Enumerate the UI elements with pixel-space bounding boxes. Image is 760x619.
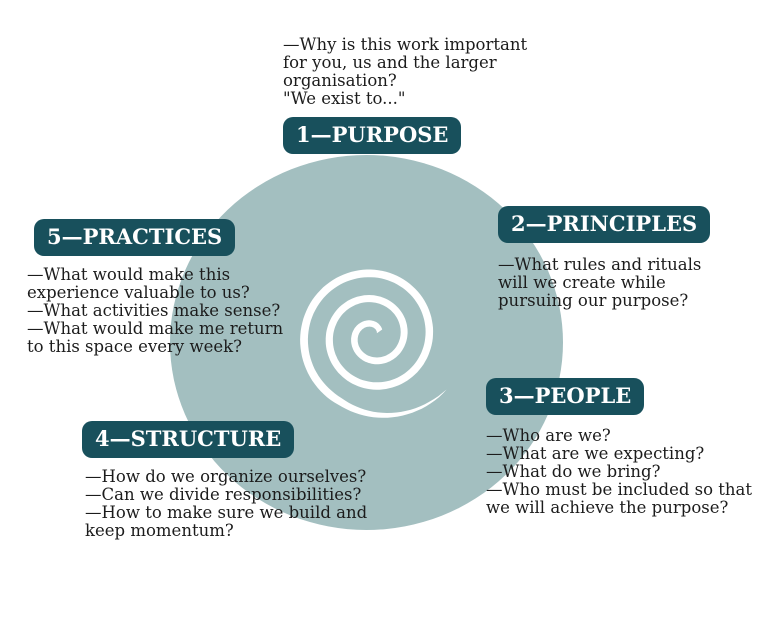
section-practices: 5—PRACTICES —What would make this experi…	[27, 219, 283, 356]
section-people: 3—PEOPLE —Who are we? —What are we expec…	[486, 378, 752, 517]
people-badge: 3—PEOPLE	[486, 378, 645, 415]
people-questions: —Who are we? —What are we expecting? —Wh…	[486, 426, 753, 517]
principles-questions: —What rules and rituals will we create w…	[498, 255, 702, 310]
principles-badge: 2—PRINCIPLES	[498, 206, 711, 243]
section-purpose: —Why is this work important for you, us …	[283, 36, 527, 154]
purpose-questions: —Why is this work important for you, us …	[283, 35, 528, 108]
structure-questions: —How do we organize ourselves? —Can we d…	[85, 467, 368, 540]
practices-badge: 5—PRACTICES	[34, 219, 236, 256]
practices-questions: —What would make this experience valuabl…	[27, 265, 284, 356]
structure-badge: 4—STRUCTURE	[82, 421, 295, 458]
purpose-badge: 1—PURPOSE	[283, 117, 462, 154]
section-principles: 2—PRINCIPLES —What rules and rituals wil…	[498, 206, 711, 310]
section-structure: 4—STRUCTURE —How do we organize ourselve…	[82, 421, 367, 540]
